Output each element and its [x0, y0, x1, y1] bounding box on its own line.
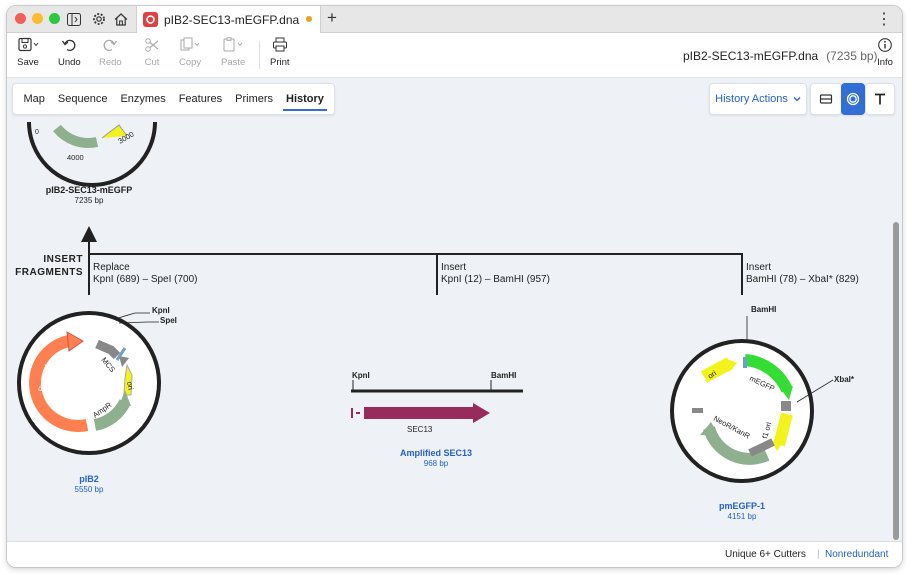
enzyme-mode-link[interactable]: Nonredundant: [825, 549, 889, 560]
scissors-icon: [145, 38, 159, 52]
operation-label-line1: INSERT: [43, 254, 83, 265]
history-diagram: 4000 3000 0 pIB2-SEC13-mEGFP 7235 bp INS…: [15, 121, 859, 521]
tab-enzymes[interactable]: Enzymes: [120, 93, 166, 105]
home-icon[interactable]: [112, 10, 130, 28]
step-2-detail: KpnI (12) – BamHI (957): [441, 274, 550, 285]
undo-icon: [62, 39, 76, 51]
save-label: Save: [17, 57, 39, 68]
sec13-fragment-map[interactable]: KpnI BamHI SEC13: [351, 371, 523, 434]
save-icon: [18, 37, 39, 52]
tab-sequence[interactable]: Sequence: [57, 93, 108, 105]
site-kpni-label-sec13: KpnI: [352, 371, 370, 380]
result-plasmid-name: pIB2-SEC13-mEGFP: [46, 185, 133, 195]
redo-button[interactable]: Redo: [99, 37, 122, 68]
step-1-detail: KpnI (689) – SpeI (700): [93, 274, 198, 285]
pib2-length: 5550 bp: [75, 485, 104, 494]
enzyme-set-label[interactable]: Unique 6+ Cutters: [725, 549, 806, 560]
pib2-plasmid-map[interactable]: PmHIS4 MCS ori AmpR KpnI SpeI: [17, 306, 177, 455]
save-button[interactable]: Save: [17, 37, 39, 68]
redo-label: Redo: [99, 57, 122, 68]
paste-icon: [223, 37, 243, 52]
copy-button[interactable]: Copy: [179, 37, 201, 68]
paste-button[interactable]: Paste: [221, 37, 245, 68]
result-plasmid-length: 7235 bp: [75, 196, 104, 205]
copy-label: Copy: [179, 57, 202, 68]
tab-history[interactable]: History: [281, 84, 329, 114]
text-icon: [875, 93, 885, 105]
status-bar: Unique 6+ Cutters | Nonredundant: [7, 541, 902, 567]
undo-button[interactable]: Undo: [58, 37, 81, 68]
feature-f1-ori-label: f1 ori: [760, 421, 773, 440]
settings-gear-icon[interactable]: [90, 10, 108, 28]
step-3-action: Insert: [746, 262, 771, 273]
document-length: (7235 bp): [826, 49, 878, 63]
tick-label-0: 0: [35, 129, 39, 136]
sequence-view-button[interactable]: [810, 83, 842, 115]
site-xbai-label: XbaI*: [834, 375, 855, 384]
new-tab-button[interactable]: +: [327, 8, 337, 27]
tab-features[interactable]: Features: [178, 93, 223, 105]
undo-label: Undo: [58, 57, 81, 68]
status-divider: |: [817, 549, 820, 560]
pmegfp-plasmid-map[interactable]: ori mEGFP f1 ori NeoR/KanR BamHI XbaI*: [670, 305, 855, 483]
result-plasmid-map[interactable]: 4000 3000 0: [27, 121, 157, 187]
text-view-button[interactable]: [865, 83, 895, 115]
scrollbar-thumb[interactable]: [893, 222, 899, 540]
app-window: pIB2-SEC13-mEGFP.dna + ⋮ Save Undo Redo …: [6, 5, 903, 568]
pmegfp-name[interactable]: pmEGFP-1: [719, 501, 765, 511]
cut-label: Cut: [144, 57, 160, 68]
tab-title: pIB2-SEC13-mEGFP.dna: [164, 12, 300, 27]
sec13-length: 968 bp: [424, 459, 449, 468]
history-canvas[interactable]: 4000 3000 0 pIB2-SEC13-mEGFP 7235 bp INS…: [7, 120, 891, 541]
step-2-action: Insert: [441, 262, 466, 273]
linear-map-icon: [819, 94, 833, 104]
feature-ori-label: ori: [125, 381, 135, 391]
chevron-down-icon: [793, 97, 801, 102]
print-label: Print: [270, 57, 290, 68]
tick-label-4000: 4000: [67, 153, 84, 162]
history-actions-label: History Actions: [715, 93, 788, 105]
redo-icon: [103, 39, 118, 51]
info-button[interactable]: Info: [877, 37, 893, 68]
more-menu-button[interactable]: ⋮: [876, 11, 892, 28]
step-1-action: Replace: [93, 262, 130, 273]
unsaved-dot-icon: [306, 16, 312, 22]
info-icon: [878, 38, 892, 52]
close-window-button[interactable]: [15, 13, 26, 24]
snapgene-file-icon: [143, 12, 158, 27]
circular-view-button[interactable]: [841, 83, 865, 115]
circular-map-icon: [846, 92, 860, 106]
cut-button[interactable]: Cut: [144, 37, 160, 68]
title-bar: pIB2-SEC13-mEGFP.dna + ⋮: [7, 6, 902, 33]
site-kpni-label: KpnI: [152, 306, 170, 315]
pib2-name[interactable]: pIB2: [79, 474, 99, 484]
minimize-window-button[interactable]: [32, 13, 43, 24]
view-tabs: Map Sequence Enzymes Features Primers Hi…: [12, 83, 336, 115]
print-button[interactable]: Print: [270, 37, 290, 68]
document-tab[interactable]: pIB2-SEC13-mEGFP.dna: [136, 6, 321, 33]
document-name: pIB2-SEC13-mEGFP.dna: [683, 49, 819, 63]
tab-map[interactable]: Map: [23, 93, 45, 105]
site-spei-label: SpeI: [160, 316, 177, 325]
site-bamhi-label-pmegfp: BamHI: [751, 305, 776, 314]
printer-icon: [272, 37, 287, 52]
toolbar-divider: [259, 41, 260, 69]
info-label: Info: [877, 57, 893, 68]
document-title: pIB2-SEC13-mEGFP.dna (7235 bp): [683, 49, 878, 63]
operation-label-line2: FRAGMENTS: [15, 267, 83, 278]
sidebar-toggle-icon[interactable]: [65, 10, 83, 28]
toolbar: Save Undo Redo Cut Copy Paste Print pIB2…: [7, 33, 902, 78]
sec13-name[interactable]: Amplified SEC13: [400, 448, 472, 458]
copy-icon: [180, 37, 200, 51]
tab-primers[interactable]: Primers: [235, 93, 274, 105]
paste-label: Paste: [221, 57, 246, 68]
zoom-window-button[interactable]: [49, 13, 60, 24]
view-nav-bar: Map Sequence Enzymes Features Primers Hi…: [7, 78, 902, 120]
pmegfp-length: 4151 bp: [728, 512, 757, 521]
feature-sec13-label: SEC13: [407, 425, 433, 434]
history-actions-button[interactable]: History Actions: [709, 83, 807, 115]
site-bamhi-label-sec13: BamHI: [491, 371, 516, 380]
step-3-detail: BamHI (78) – XbaI* (829): [746, 274, 859, 285]
